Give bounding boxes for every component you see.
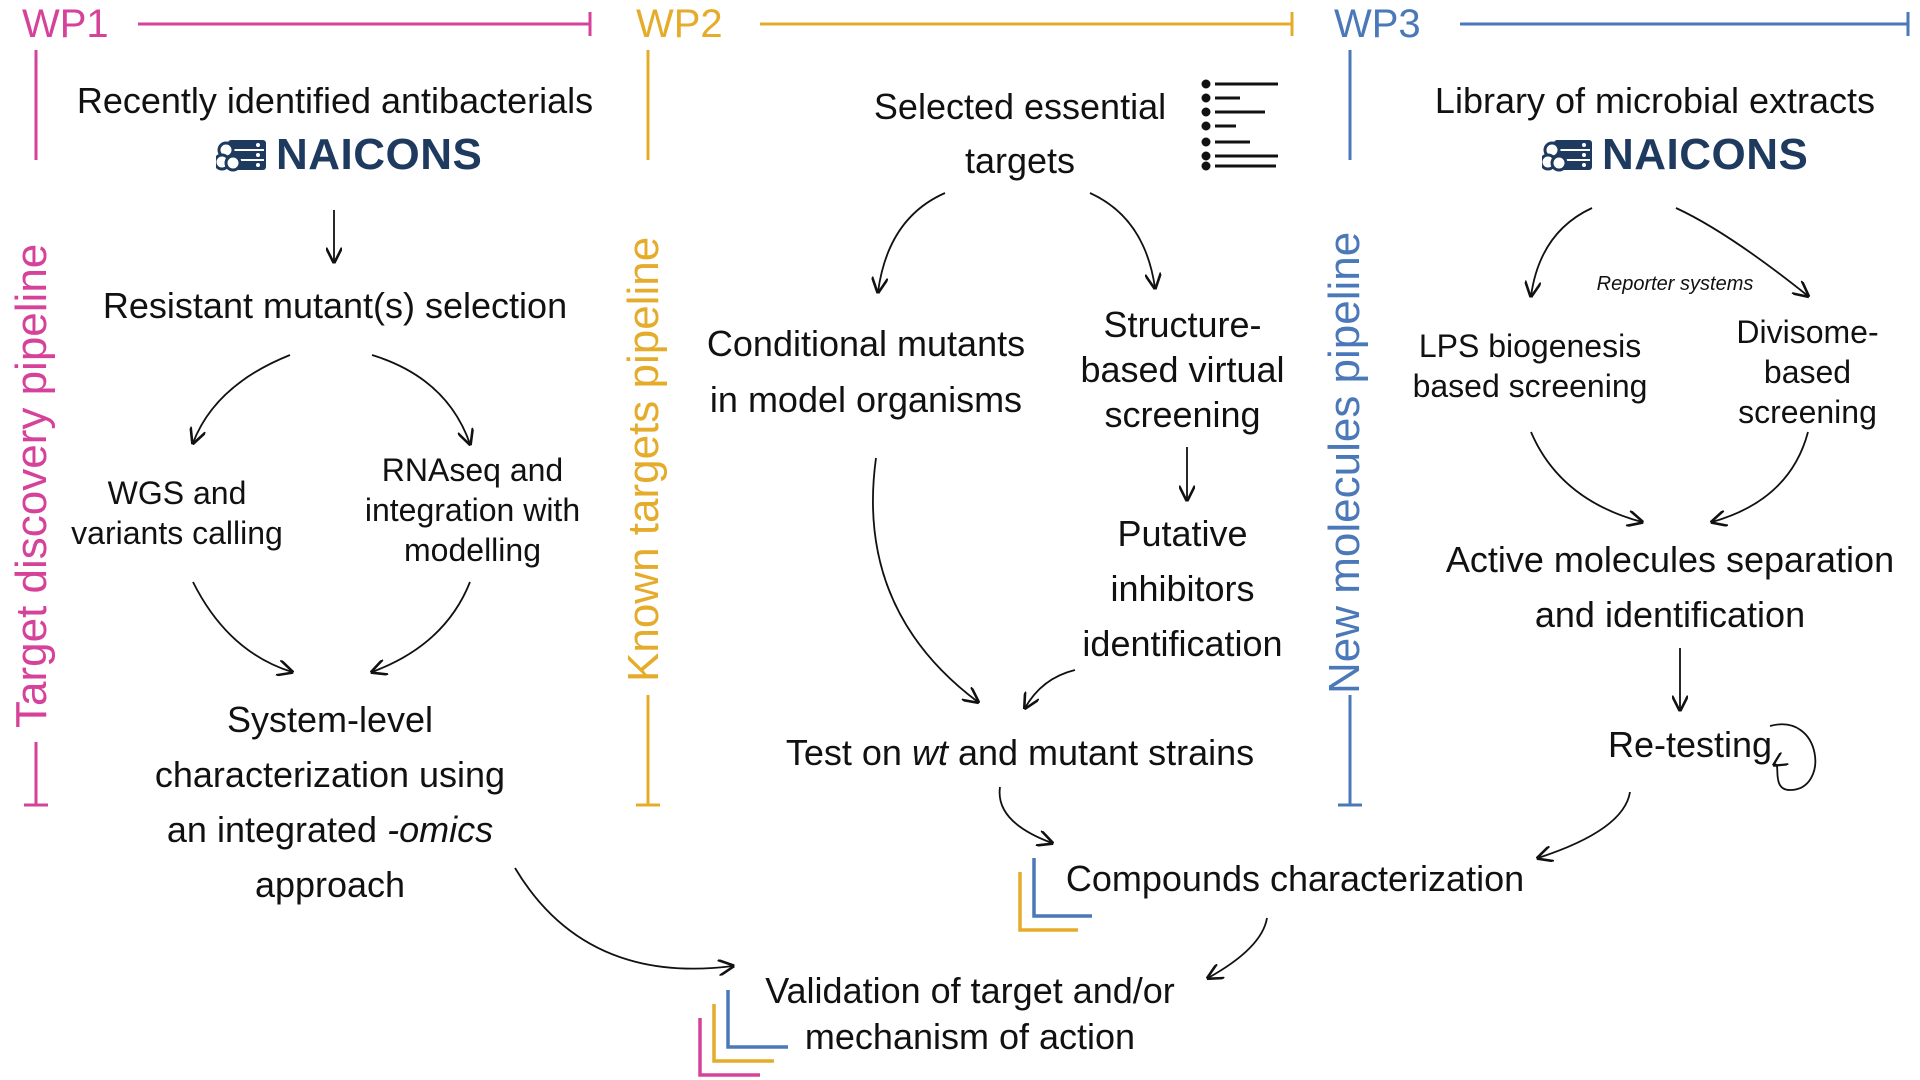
active-line-2: and identification (1534, 594, 1806, 635)
system-line-4: approach (254, 864, 406, 905)
wp1-rules (24, 12, 592, 807)
targets-line-1: Selected essential (873, 86, 1167, 127)
compounds-characterization-node: Compounds characterization (1065, 858, 1525, 899)
active-molecules-node: Active molecules separation and identifi… (1420, 532, 1920, 642)
divisome-line-2: based (1763, 354, 1852, 390)
compounds-bracket (1018, 858, 1092, 932)
wp2-label: WP2 (636, 2, 723, 46)
structure-line-2: based virtual (1080, 349, 1285, 390)
naicons-brand-name: NAICONS (276, 130, 483, 179)
lps-screening-node: LPS biogenesis based screening (1390, 326, 1670, 406)
naicons-brand-name: NAICONS (1602, 130, 1809, 179)
divisome-line-3: screening (1738, 394, 1877, 430)
wp1-arrows (193, 210, 733, 969)
putative-line-3: identification (1082, 623, 1283, 664)
wp1-naicons-logo: NAICONS (216, 130, 482, 180)
wgs-line-1: WGS and (107, 475, 247, 511)
putative-line-1: Putative (1117, 513, 1248, 554)
wp3-naicons-logo: NAICONS (1542, 130, 1808, 180)
wp3-label: WP3 (1334, 2, 1421, 46)
validation-bracket (698, 990, 788, 1077)
library-extracts-text: Library of microbial extracts (1434, 80, 1876, 121)
selected-targets-node: Selected essential targets (840, 80, 1200, 188)
wp2-arrows (873, 192, 1268, 978)
structure-screening-node: Structure- based virtual screening (1060, 302, 1305, 437)
lps-line-2: based screening (1412, 368, 1648, 404)
system-level-node: System-level characterization using an i… (110, 692, 550, 912)
system-line-1: System-level (226, 699, 434, 740)
rnaseq-line-3: modelling (404, 532, 541, 568)
rnaseq-line-1: RNAseq and (381, 452, 564, 488)
wp2-rules (636, 12, 1294, 807)
putative-line-2: inhibitors (1110, 568, 1255, 609)
structure-line-3: screening (1104, 394, 1261, 435)
database-molecule-icon (1542, 140, 1592, 172)
conditional-line-1: Conditional mutants (706, 323, 1026, 364)
system-line-3: an integrated -omics (166, 809, 494, 850)
validation-line-2: mechanism of action (804, 1016, 1136, 1057)
wp3-arrows (1531, 207, 1817, 858)
wgs-variants-node: WGS and variants calling (52, 473, 302, 553)
conditional-mutants-node: Conditional mutants in model organisms (686, 316, 1046, 428)
targets-line-2: targets (964, 140, 1076, 181)
wgs-line-2: variants calling (71, 515, 283, 551)
active-line-1: Active molecules separation (1445, 539, 1895, 580)
database-molecule-icon (216, 140, 266, 172)
lps-line-1: LPS biogenesis (1418, 328, 1642, 364)
wp2-pipeline-label: Known targets pipeline (619, 236, 668, 682)
rnaseq-node: RNAseq and integration with modelling (340, 450, 605, 570)
rnaseq-line-2: integration with (364, 492, 581, 528)
test-strains-node: Test on wt and mutant strains (785, 732, 1255, 773)
wp3-pipeline-label: New molecules pipeline (1320, 231, 1369, 694)
validation-node: Validation of target and/or mechanism of… (730, 968, 1210, 1060)
wp1-source-text: Recently identified antibacterials (76, 80, 594, 121)
putative-inhibitors-node: Putative inhibitors identification (1060, 506, 1305, 671)
conditional-line-2: in model organisms (709, 379, 1023, 420)
wp3-rules (1338, 12, 1910, 807)
wp1-label: WP1 (22, 2, 109, 46)
retesting-node: Re-testing (1607, 724, 1773, 765)
structure-line-1: Structure- (1103, 304, 1262, 345)
system-line-2: characterization using (154, 754, 506, 795)
divisome-line-1: Divisome- (1736, 314, 1879, 350)
reporter-systems-label: Reporter systems (1596, 273, 1754, 295)
validation-line-1: Validation of target and/or (765, 970, 1175, 1011)
divisome-screening-node: Divisome- based screening (1715, 312, 1900, 432)
wp1-pipeline-label: Target discovery pipeline (7, 243, 56, 728)
resistant-mutant-selection: Resistant mutant(s) selection (102, 285, 568, 326)
list-icon (1201, 79, 1278, 171)
